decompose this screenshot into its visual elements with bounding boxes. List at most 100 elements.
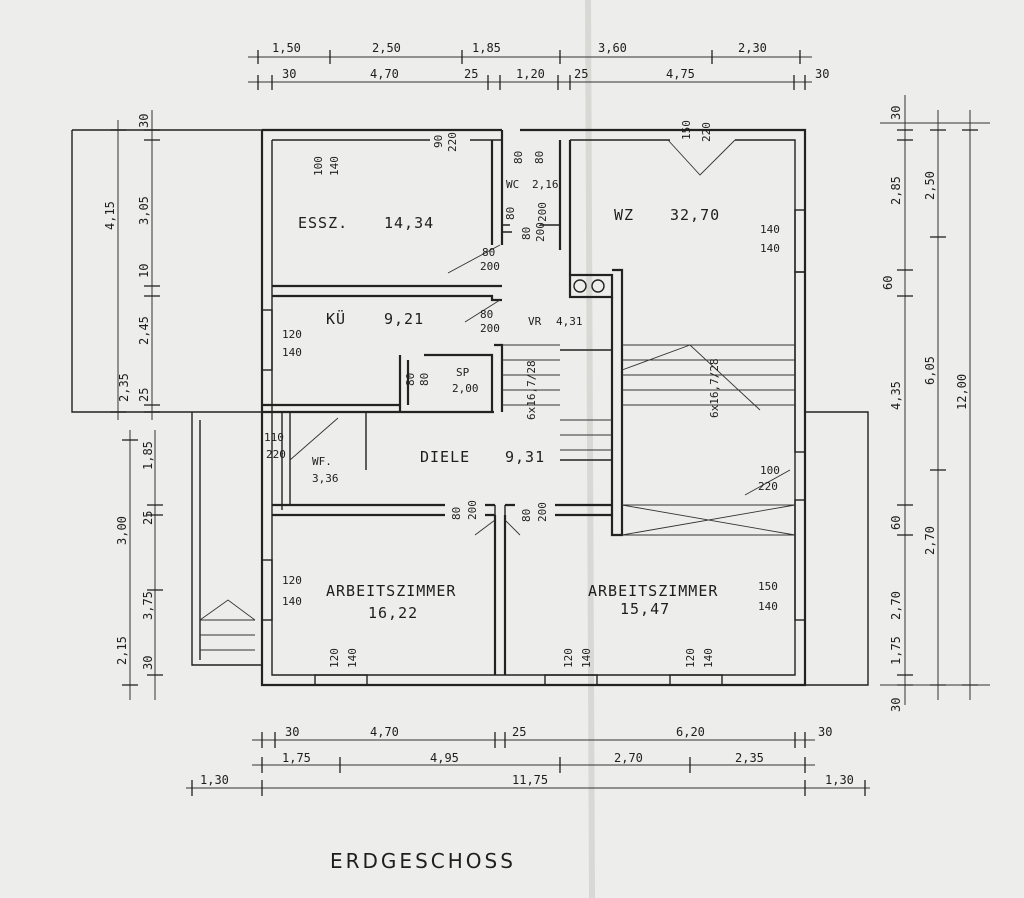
dim-right-1: 4,35	[889, 381, 903, 410]
plan-title: ERDGESCHOSS	[330, 849, 516, 873]
opening-o1-w: 90	[432, 135, 445, 148]
opening-o9-h: 200	[480, 322, 500, 335]
opening-o14-w: 80	[520, 509, 533, 522]
dim-bottom-1: 4,70	[370, 725, 399, 739]
dim-top-2: 30	[282, 67, 296, 81]
opening-o13-w: 80	[450, 507, 463, 520]
dim-top-1: 2,30	[738, 41, 767, 55]
room-sp-area: 2,00	[452, 382, 479, 395]
dim-bottom-2: 2,35	[735, 751, 764, 765]
dim-left-2: 10	[137, 264, 151, 278]
dim-right-1: 30	[889, 106, 903, 120]
dim-top-2: 1,20	[516, 67, 545, 81]
room-essz-name: ESSZ.	[298, 214, 348, 232]
opening-o12-h: 220	[758, 480, 778, 493]
opening-o2-h: 140	[328, 156, 341, 176]
opening-o4-h: 200	[534, 222, 547, 242]
opening-o15-h: 140	[282, 595, 302, 608]
dim-left-2: 25	[137, 388, 151, 402]
dim-top-2: 25	[574, 67, 588, 81]
opening-o17-w: 120	[328, 648, 341, 668]
room-vr-area: 4,31	[556, 315, 583, 328]
dim-right-2: 2,50	[923, 171, 937, 200]
room-diele-name: DIELE	[420, 448, 470, 466]
opening-o20-h: 200	[536, 202, 549, 222]
room-diele-area: 9,31	[505, 448, 545, 466]
dim-right-1: 1,75	[889, 636, 903, 665]
opening-o3-w: 80	[512, 151, 525, 164]
room-vr-name: VR	[528, 315, 542, 328]
dim-right-2: 2,70	[923, 526, 937, 555]
room-arbeit2-name: ARBEITSZIMMER	[588, 582, 718, 600]
opening-o14-h: 200	[536, 502, 549, 522]
dim-left-1: 4,15	[103, 201, 117, 230]
opening-o20-w: 80	[504, 207, 517, 220]
opening-o8-h: 140	[282, 346, 302, 359]
dim-bottom-3: 1,30	[825, 773, 854, 787]
windows	[261, 209, 806, 686]
dim-bottom-3: 1,30	[200, 773, 229, 787]
opening-o10-h: 80	[418, 373, 431, 386]
dim-bottom-1: 30	[818, 725, 832, 739]
chimney	[568, 273, 614, 299]
dim-left-2: 2,45	[137, 316, 151, 345]
opening-o3-h: 80	[533, 151, 546, 164]
opening-o19-w: 120	[684, 648, 697, 668]
dim-top-2: 30	[815, 67, 829, 81]
dim-right-3: 12,00	[955, 374, 969, 410]
dim-left-2: 30	[137, 114, 151, 128]
dim-left-3: 25	[141, 511, 155, 525]
room-essz-area: 14,34	[384, 214, 434, 232]
opening-o18-h: 140	[580, 648, 593, 668]
opening-o13-h: 200	[466, 500, 479, 520]
dim-left-3: 1,85	[141, 441, 155, 470]
dim-right-1: 2,85	[889, 176, 903, 205]
opening-o10-w: 80	[404, 373, 417, 386]
dim-right-2: 6,05	[923, 356, 937, 385]
opening-o7-h: 200	[480, 260, 500, 273]
opening-o7-w: 80	[482, 246, 495, 259]
dim-left-3: 2,15	[115, 636, 129, 665]
opening-o5-w: 150	[680, 120, 693, 140]
opening-o12-w: 100	[760, 464, 780, 477]
dimension-labels: 1,50 2,50 1,85 3,60 2,30 30 4,70 25 1,20…	[103, 41, 969, 787]
opening-o4-w: 80	[520, 227, 533, 240]
room-labels: ESSZ. 14,34 WZ 32,70 KÜ 9,21 DIELE 9,31 …	[298, 206, 720, 622]
opening-o2-w: 100	[312, 156, 325, 176]
dim-bottom-1: 25	[512, 725, 526, 739]
opening-o1-h: 220	[446, 132, 459, 152]
opening-o18-w: 120	[562, 648, 575, 668]
room-sp-name: SP	[456, 366, 470, 379]
opening-o8-w: 120	[282, 328, 302, 341]
dim-left-3: 3,00	[115, 516, 129, 545]
opening-labels: 90 220 100 140 80 80 80 200 150 220 140 …	[264, 120, 780, 668]
opening-o11-w: 110	[264, 431, 284, 444]
opening-o6-h: 140	[760, 242, 780, 255]
dim-bottom-1: 6,20	[676, 725, 705, 739]
dim-top-2: 25	[464, 67, 478, 81]
dim-right-1: 2,70	[889, 591, 903, 620]
small-room-labels: WC 2,16 VR 4,31 SP 2,00 WF. 3,36 6x16,7/…	[312, 178, 721, 485]
opening-o16-w: 150	[758, 580, 778, 593]
room-wc-name: WC	[506, 178, 519, 191]
dim-right-1: 60	[881, 276, 895, 290]
opening-o5-h: 220	[700, 122, 713, 142]
room-arbeit2-area: 15,47	[620, 600, 670, 618]
walls	[71, 128, 869, 687]
dim-top-1: 1,85	[472, 41, 501, 55]
opening-o16-h: 140	[758, 600, 778, 613]
opening-o15-w: 120	[282, 574, 302, 587]
dim-top-2: 4,70	[370, 67, 399, 81]
opening-o9-w: 80	[480, 308, 493, 321]
opening-o6-w: 140	[760, 223, 780, 236]
stairs	[199, 344, 796, 651]
room-wz-area: 32,70	[670, 206, 720, 224]
room-wf-name: WF.	[312, 455, 332, 468]
dim-top-2: 4,75	[666, 67, 695, 81]
dim-bottom-2: 4,95	[430, 751, 459, 765]
dim-bottom-3: 11,75	[512, 773, 548, 787]
dim-bottom-2: 2,70	[614, 751, 643, 765]
dim-top-1: 1,50	[272, 41, 301, 55]
room-arbeit1-area: 16,22	[368, 604, 418, 622]
stair-label: 6x16,7/28	[525, 360, 538, 420]
